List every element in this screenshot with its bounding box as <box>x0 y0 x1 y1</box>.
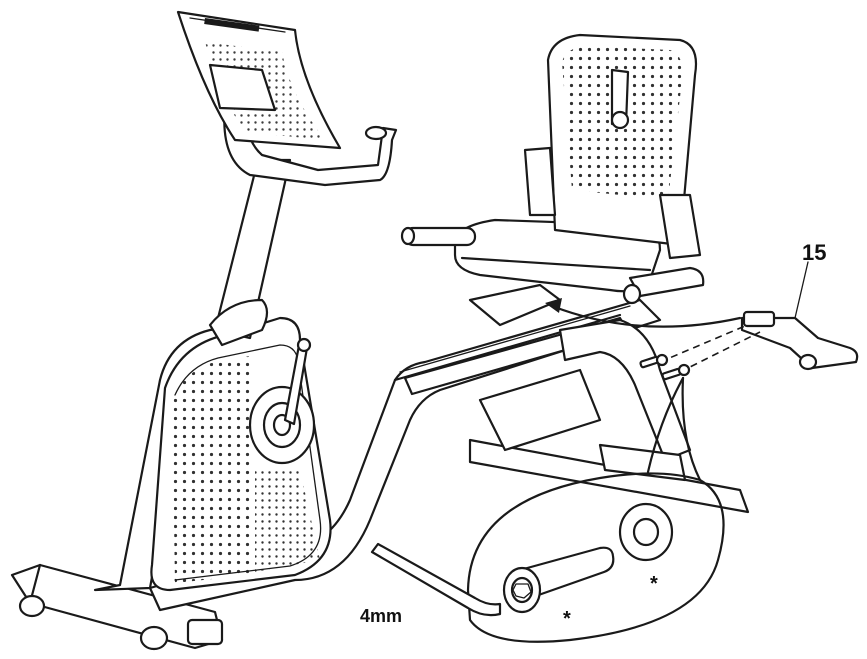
tool-size-label: 4mm <box>360 606 402 626</box>
spacer-washer <box>618 502 674 562</box>
exploded-hardware <box>639 325 761 381</box>
detail-callout <box>466 376 725 643</box>
seat-back <box>523 33 702 260</box>
front-stabilizer <box>10 563 224 651</box>
washer-asterisk-label: * <box>650 573 658 595</box>
allen-wrench-4mm <box>370 542 502 617</box>
part-15-handlebar <box>740 261 859 371</box>
shoulder-bolt <box>502 546 615 614</box>
bolt-asterisk-label: * <box>563 608 571 630</box>
part-number-label: 15 <box>802 240 826 265</box>
flywheel-shroud <box>150 316 332 592</box>
console-mast <box>176 10 398 347</box>
mount-arrow <box>545 298 742 328</box>
